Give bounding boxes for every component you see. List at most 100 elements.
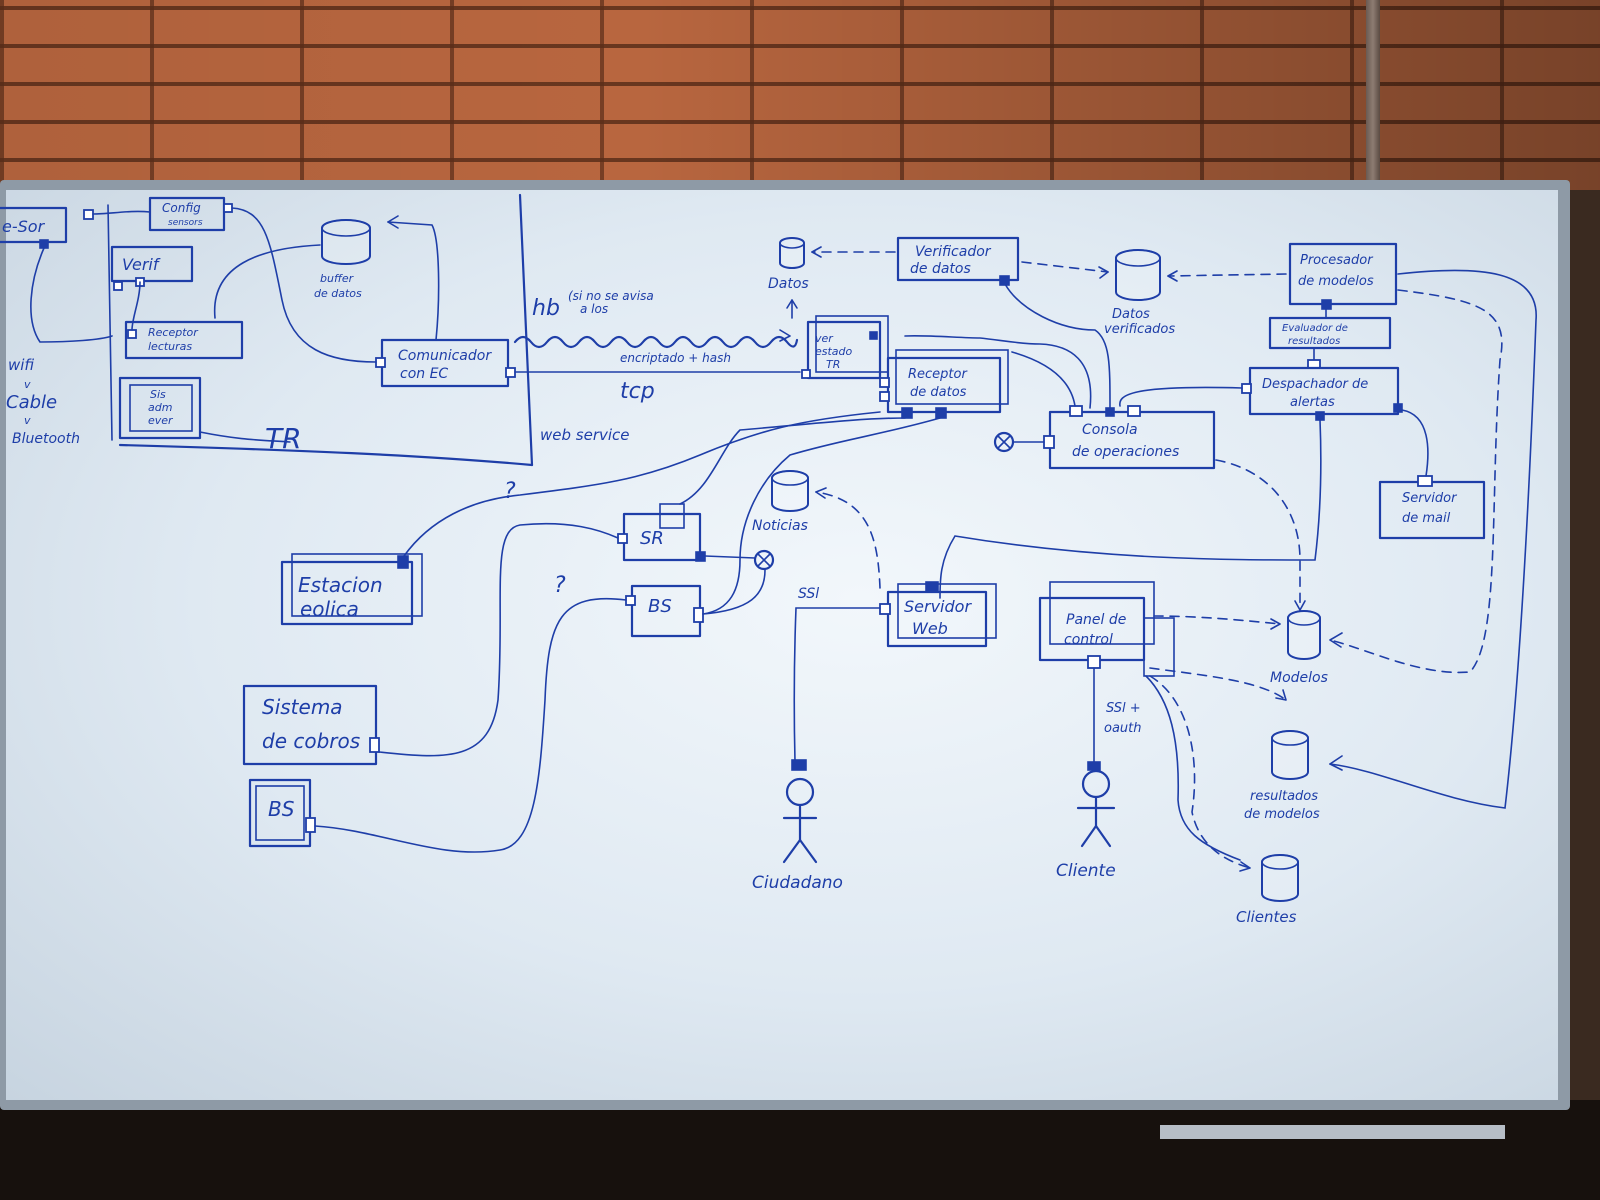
clientes-label: Clientes [1236, 908, 1297, 926]
actor-ciudadano: Ciudadano [752, 759, 843, 893]
despachador-port-bottom [1315, 411, 1325, 421]
database-buffer: buffer de datos [314, 219, 371, 300]
servidor-mail-label-1: Servidor [1402, 491, 1458, 506]
database-resultados: resultados de modelos [1244, 730, 1320, 822]
config-sub-label: sensors [168, 218, 203, 228]
right-connectors [904, 269, 1537, 809]
receptor-datos-shadow [895, 349, 1009, 405]
comunicador-label-2: con EC [400, 366, 448, 382]
component-config-sensors: Config sensors [148, 196, 233, 232]
servidor-web-shadow [897, 583, 997, 639]
verificador-box [896, 236, 1020, 282]
arrow-to-modelos [1329, 632, 1343, 648]
heartbeat-note-2: a los [580, 302, 608, 316]
resultados-label-2: de modelos [1244, 807, 1320, 822]
label-bluetooth: Bluetooth [12, 431, 80, 447]
modelos-label: Modelos [1270, 670, 1328, 686]
panel-box [1038, 596, 1146, 662]
wire-sisadmin [199, 431, 291, 443]
database-noticias: Noticias [752, 470, 881, 589]
bs-mid-port-right [693, 607, 704, 623]
sr-interface-icon [753, 549, 775, 571]
receptor-datos-label-2: de datos [910, 385, 967, 400]
ciudadano-head [785, 777, 815, 807]
wire-receptor-buffer [214, 244, 321, 319]
noticias-cylinder [771, 470, 809, 512]
config-box [148, 196, 226, 232]
wire-consola-modelos [1215, 459, 1301, 611]
wire-verificador-datosverif [1021, 261, 1109, 273]
arrow-consola-modelos [1294, 600, 1306, 611]
consola-port-top-3 [1105, 407, 1115, 417]
comunicador-port-left [375, 357, 386, 368]
ssl-oauth-label-2: oauth [1104, 721, 1142, 736]
noticias-label: Noticias [752, 518, 808, 534]
label-wifi: wifi [8, 356, 34, 374]
procesador-label-1: Procesador [1300, 253, 1374, 268]
datos-cylinder [779, 237, 805, 269]
database-modelos: Modelos [1270, 610, 1328, 686]
sis-admin-line3: ever [148, 414, 174, 427]
despachador-port-right [1393, 403, 1403, 413]
wire-consola-despachador [1119, 386, 1243, 407]
resultados-label-1: resultados [1250, 789, 1318, 804]
wire-cobros-sr [378, 522, 619, 757]
evaluador-label-2: resultados [1288, 336, 1340, 347]
noticias-top [771, 470, 809, 486]
zone-label-tr: TR [265, 422, 302, 455]
component-sis-admin: Sis adm ever [118, 376, 202, 440]
bs-mid-port-left [625, 595, 636, 606]
component-despachador: Despachador de alertas [1241, 366, 1403, 421]
ver-estado-box [806, 320, 882, 380]
wire-bsbox-bsmid [314, 598, 627, 853]
component-bs-box: BS [248, 598, 627, 853]
receptor-datos-port-left [879, 377, 890, 388]
component-servidor-mail: Servidor de mail [1378, 409, 1486, 540]
sis-admin-outer [118, 376, 202, 440]
bs-mid-label: BS [648, 596, 672, 617]
wire-sr-interface [704, 555, 756, 559]
zone-divider-tr-bottom [118, 443, 534, 467]
sr-port-left [617, 533, 628, 544]
evaluador-port [1307, 359, 1321, 369]
consola-port-top-1 [1069, 405, 1083, 417]
buffer-cylinder-top [321, 219, 371, 237]
wire-despachador-servidorweb [939, 419, 1322, 599]
consola-port-top-2 [1127, 405, 1141, 417]
encrypted-label: encriptado + hash [620, 351, 731, 365]
zone-divider-left [107, 204, 113, 441]
config-label: Config [162, 201, 201, 215]
component-consola: Consola de operaciones [993, 405, 1216, 470]
ciudadano-label: Ciudadano [752, 873, 843, 893]
clientes-cylinder [1261, 854, 1299, 902]
component-procesador: Procesador de modelos [1167, 242, 1398, 310]
cliente-label: Cliente [1056, 861, 1116, 881]
database-datos: Datos [768, 237, 809, 319]
wire-comunicador-buffer [387, 221, 440, 341]
brick-wall-background [0, 0, 1600, 200]
comunicador-port-right [505, 367, 516, 378]
consola-interface-cross [997, 435, 1011, 449]
zone-label-tcp: tcp [620, 379, 655, 404]
receptor-lecturas-sub-label: lecturas [148, 340, 192, 353]
sensor-left-port [83, 209, 94, 220]
component-receptor-datos: Receptor de datos [879, 349, 1009, 419]
wire-panel-modelos [1153, 615, 1281, 625]
verif-box [110, 245, 194, 283]
datos-label: Datos [768, 276, 809, 292]
sistema-cobros-box [242, 684, 378, 766]
verificador-label-1: Verificador [915, 244, 992, 260]
procesador-label-2: de modelos [1298, 274, 1374, 289]
label-or-2: v [24, 414, 31, 427]
datos-verif-top [1115, 249, 1161, 267]
wire-verif-receptor [131, 281, 141, 331]
clientes-top [1261, 854, 1299, 870]
sis-admin-screen [129, 384, 193, 432]
component-verificador: Verificador de datos [811, 236, 1109, 286]
component-evaluador: Evaluador de resultados [1268, 308, 1392, 369]
panel-label-1: Panel de [1066, 612, 1126, 628]
cliente-legs [1080, 824, 1112, 848]
verif-port-left [113, 281, 123, 291]
wire-servidorweb-noticias [815, 491, 881, 589]
config-port [223, 203, 233, 213]
